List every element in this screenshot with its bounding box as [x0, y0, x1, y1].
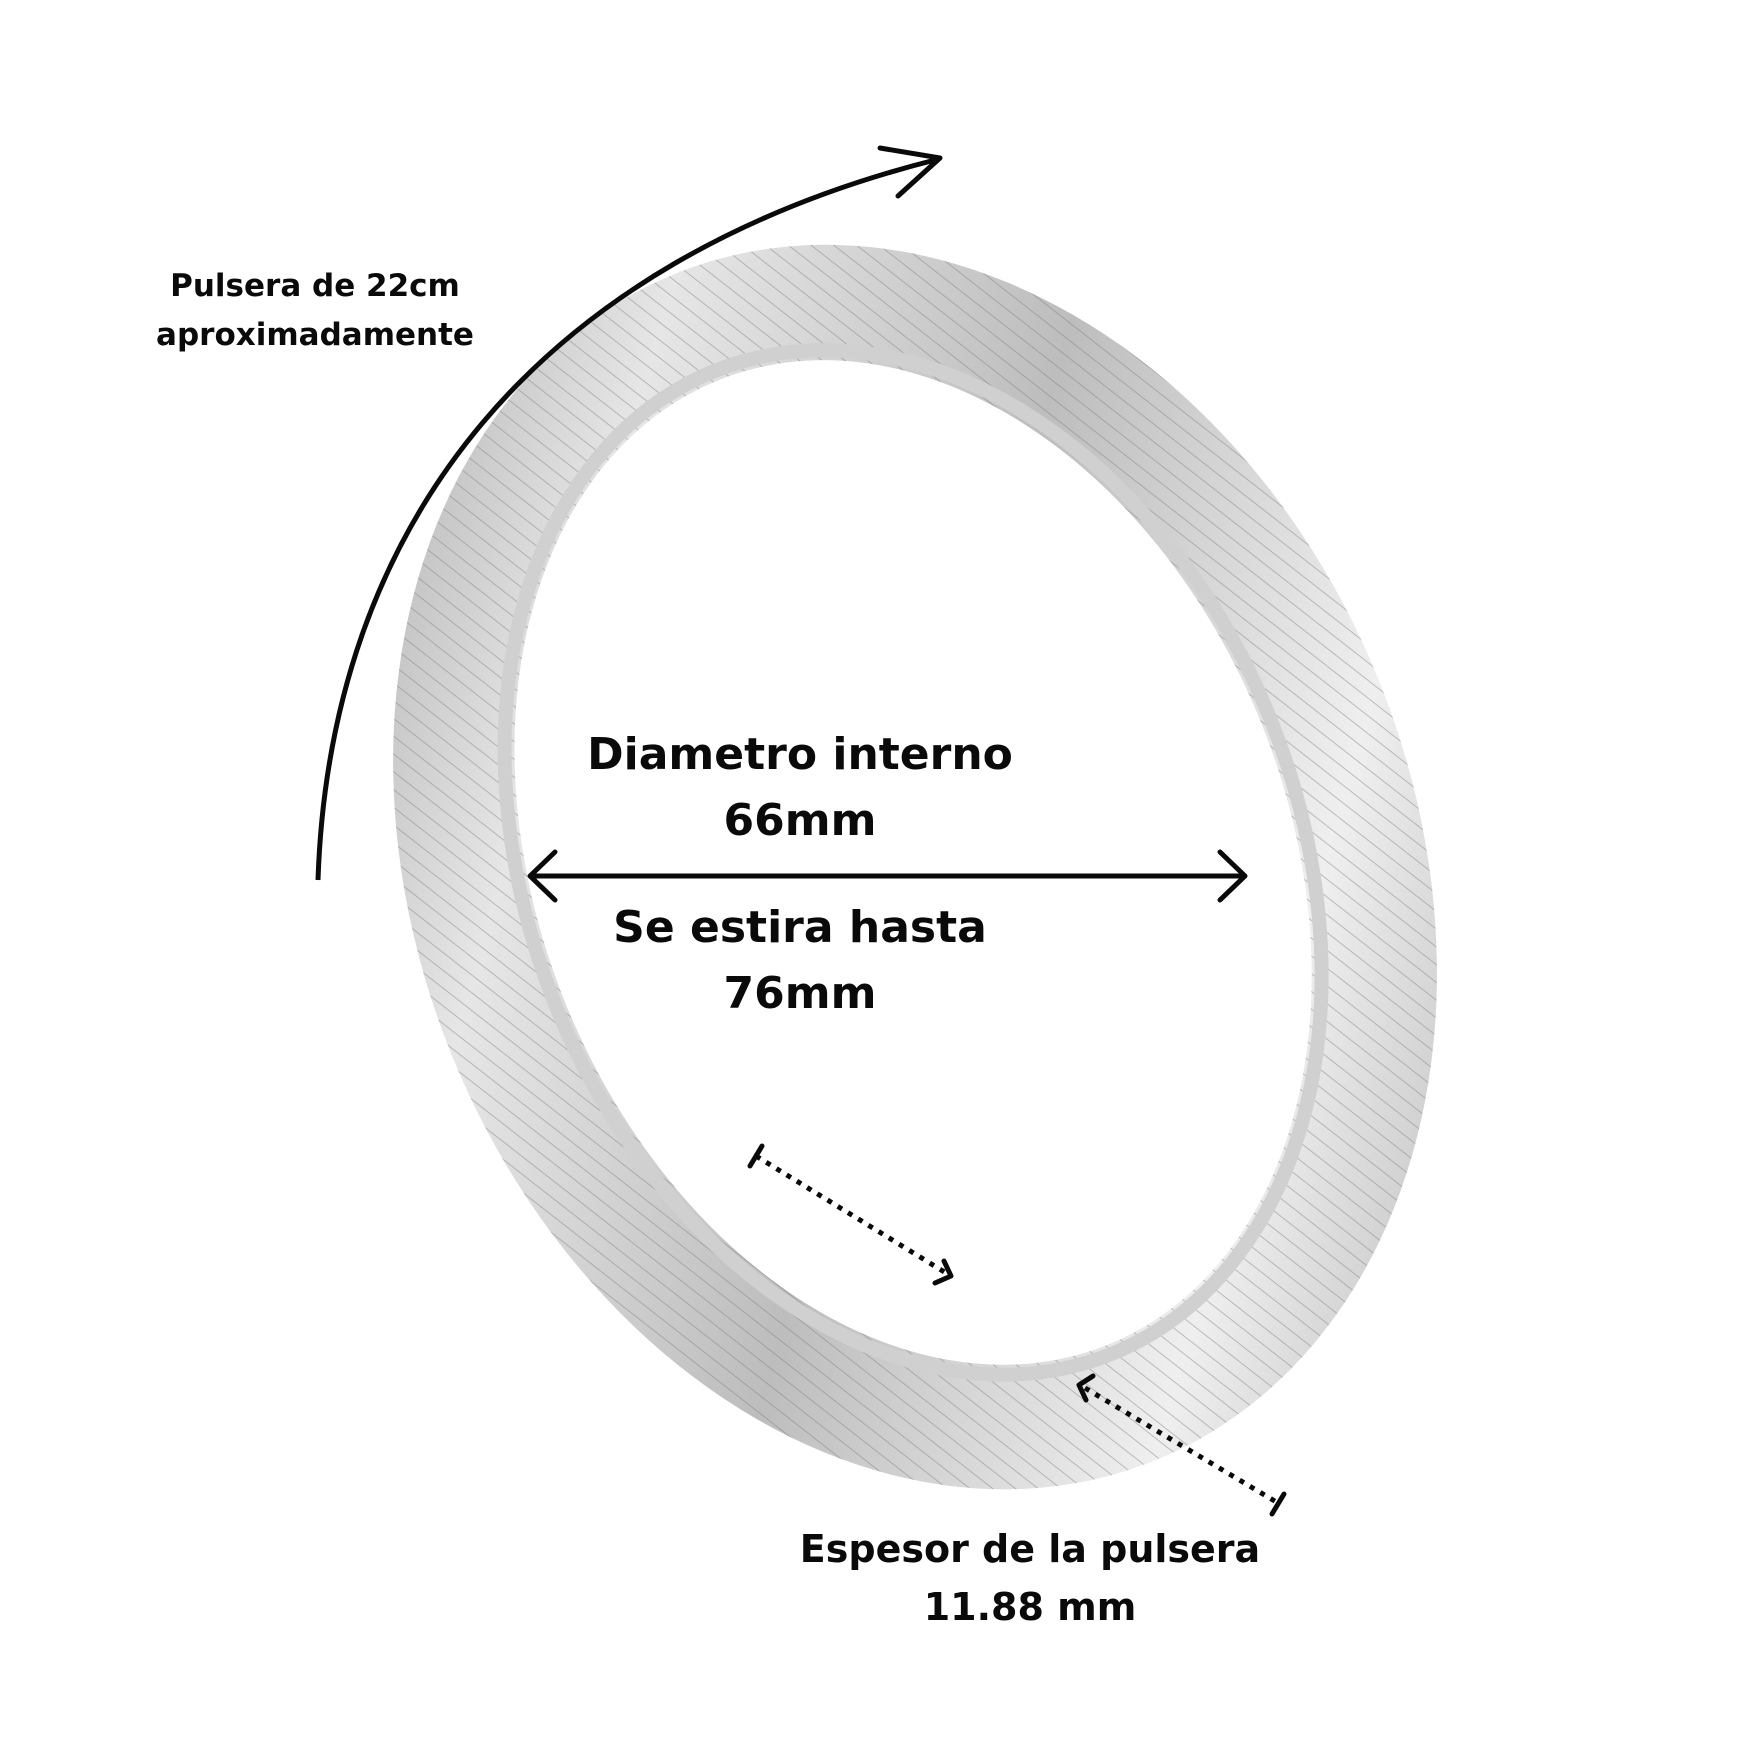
length-label-line2: aproximadamente: [156, 317, 474, 353]
length-label: Pulsera de 22cm aproximadamente: [150, 262, 480, 360]
inner-diameter-value: 66mm: [723, 795, 877, 846]
stretch-label: Se estira hasta 76mm: [560, 895, 1040, 1027]
thickness-label-line1: Espesor de la pulsera: [799, 1527, 1261, 1571]
stretch-value: 76mm: [723, 968, 877, 1019]
inner-diameter-label-line1: Diametro interno: [587, 729, 1013, 780]
diameter-arrow-left-head-icon: [527, 849, 558, 903]
length-arrow-head-icon: [877, 145, 943, 199]
diameter-arrow-right-head-icon: [1217, 849, 1248, 903]
bracelet-body: [393, 244, 1437, 1490]
thickness-label: Espesor de la pulsera 11.88 mm: [780, 1520, 1280, 1636]
thickness-bottom-arrow: [1076, 1373, 1287, 1517]
stretch-label-line1: Se estira hasta: [613, 902, 987, 953]
inner-diameter-label: Diametro interno 66mm: [560, 722, 1040, 854]
thickness-value: 11.88 mm: [923, 1585, 1137, 1629]
length-label-line1: Pulsera de 22cm: [170, 268, 460, 304]
thickness-top-arrow: [747, 1143, 954, 1286]
length-arc-arrow: [315, 157, 936, 881]
